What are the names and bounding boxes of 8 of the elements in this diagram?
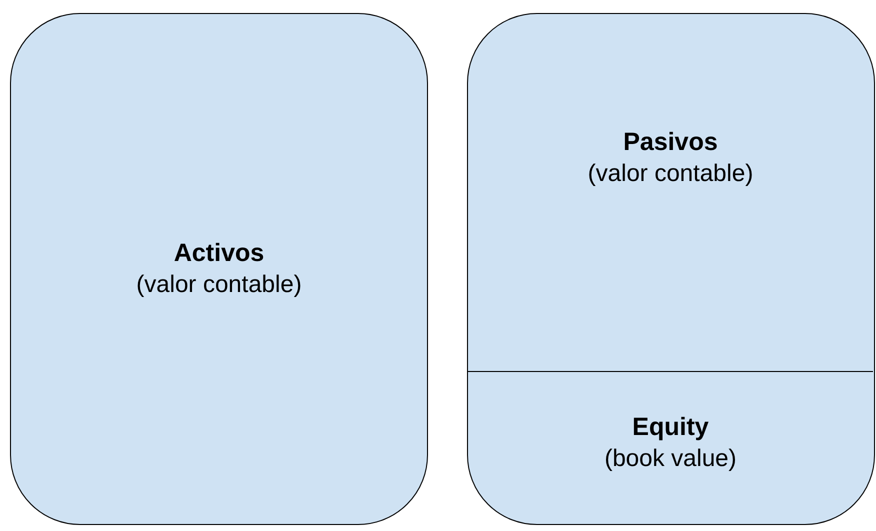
subheading: (valor contable) (136, 270, 302, 300)
subheading: (valor contable) (588, 158, 754, 188)
subheading: (book value) (604, 444, 737, 474)
asset-panel (10, 13, 428, 525)
liability-equity-panel (467, 13, 875, 525)
heading: Pasivos (623, 126, 718, 158)
heading: Equity (632, 412, 709, 442)
heading: Activos (174, 238, 264, 269)
